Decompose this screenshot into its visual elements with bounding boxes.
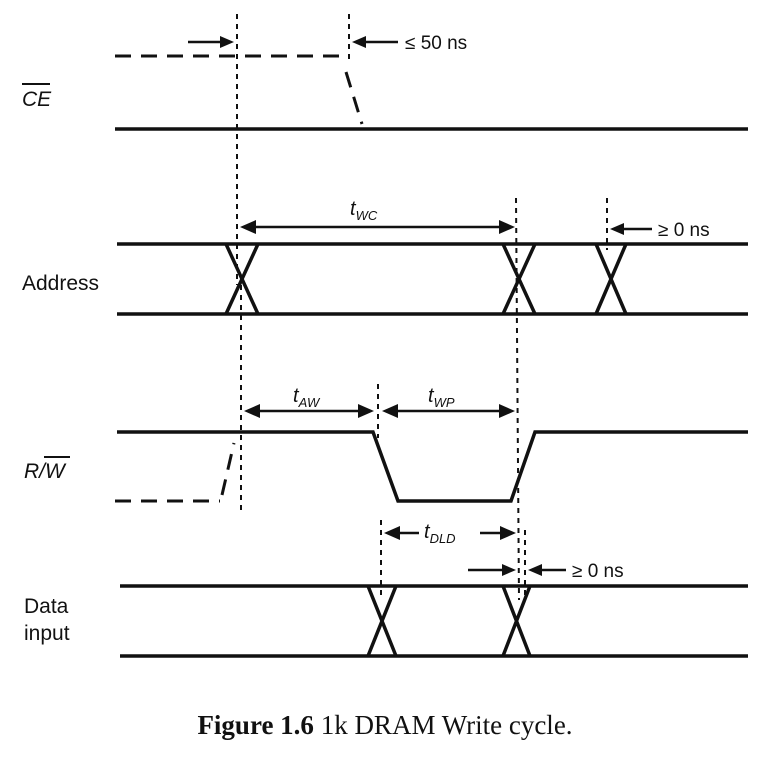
data-hold-note: ≥ 0 ns: [572, 561, 624, 582]
figure-caption-text: 1k DRAM Write cycle.: [320, 710, 573, 740]
addr-hold-note: ≥ 0 ns: [658, 220, 710, 241]
address-waveform: [117, 242, 748, 316]
rw-waveform: [115, 430, 748, 503]
rw-label: R/W: [24, 456, 70, 483]
data-label-line2: input: [24, 622, 70, 645]
twc-label: tWC: [350, 198, 378, 223]
ce-label-text: CE: [22, 88, 52, 111]
ce-label: CE: [22, 83, 52, 111]
address-label: Address: [22, 272, 99, 295]
data-waveform: [120, 584, 748, 658]
guide-line-t2: [515, 197, 520, 601]
svg-text:R/W: R/W: [24, 460, 67, 483]
ce-skew-note: ≤ 50 ns: [405, 33, 467, 54]
figure-number: Figure 1.6: [197, 710, 314, 740]
figure-caption: Figure 1.6 1k DRAM Write cycle.: [0, 710, 770, 741]
twp-label: tWP: [428, 385, 455, 410]
rw-label-bar: W: [45, 460, 67, 483]
tdld-label: tDLD: [424, 521, 456, 546]
taw-label: tAW: [293, 385, 321, 410]
rw-label-prefix: R/: [24, 460, 47, 483]
ce-dashed-fall: [344, 71, 364, 125]
data-label-line1: Data: [24, 595, 69, 618]
